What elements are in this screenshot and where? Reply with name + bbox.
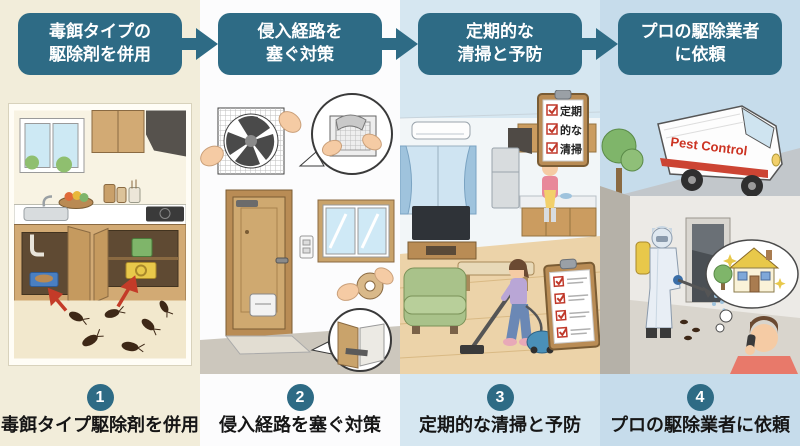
arrow-to-bait [47, 275, 139, 312]
cleaning-room-illustration: 定期 的な 清掃 [399, 89, 601, 374]
step-1-header-line1: 毒餌タイプの [49, 22, 151, 42]
step-1-caption: 毒餌タイプ駆除剤を併用 [1, 415, 199, 436]
step-arrow-3-icon [580, 28, 618, 60]
step-arrow-1-icon [180, 28, 218, 60]
vent-fan-icon [200, 107, 302, 175]
person-vacuuming [460, 259, 558, 354]
person-on-phone [730, 316, 798, 374]
step-3-number-badge: 3 [486, 384, 514, 412]
checklist-line-1: 定期 [560, 104, 582, 118]
step-3-caption: 定期的な清掃と予防 [419, 415, 581, 436]
step-2-column: 侵入経路を 塞ぐ対策 [200, 0, 400, 446]
clean-house-thought-bubble [705, 239, 799, 333]
cockroach-icons [68, 300, 174, 353]
step-4-caption: プロの駆除業者に依頼 [610, 415, 790, 436]
exterminator-icon [635, 226, 726, 341]
tv-icon [407, 206, 477, 260]
house-icon [728, 247, 780, 293]
cleaning-checklist-clipboard: 定期 的な 清掃 [537, 89, 589, 167]
kitchen-bait-illustration [14, 110, 186, 359]
step-4-number-badge: 4 [686, 384, 714, 412]
step-4-header-line1: プロの駆除業者 [640, 22, 760, 42]
window-taping [317, 199, 395, 301]
upper-cabinets [91, 110, 186, 157]
step-3-footer: 3 定期的な清掃と予防 [400, 384, 600, 436]
step-2-header: 侵入経路を 塞ぐ対策 [218, 13, 382, 75]
step-2-caption: 侵入経路を塞ぐ対策 [219, 415, 381, 436]
mesh-inset-bubble [298, 93, 393, 175]
sofa-icon [403, 267, 467, 334]
step-2-header-line2: 塞ぐ対策 [266, 45, 334, 64]
step-2-footer: 2 侵入経路を塞ぐ対策 [200, 384, 400, 436]
pest-control-van: Pest Control [657, 105, 783, 197]
step-4-footer: 4 プロの駆除業者に依頼 [600, 384, 800, 436]
step-3-header: 定期的な 清掃と予防 [418, 13, 582, 75]
step-1-footer: 1 毒餌タイプ駆除剤を併用 [0, 384, 200, 436]
open-cabinets [14, 224, 186, 308]
tree-icon [601, 128, 644, 202]
step-arrow-2-icon [380, 28, 418, 60]
step-4-header: プロの駆除業者 に依頼 [618, 13, 782, 75]
step-3-column: 定期的な 清掃と予防 [399, 0, 601, 446]
sparkle-icons [723, 254, 786, 290]
entrance-door-icon [225, 189, 293, 337]
door-seal-inset-bubble [310, 308, 392, 372]
step-3-illustration: 定期 的な 清掃 [399, 89, 601, 374]
pro-exterminator-illustration: Pest Control [600, 105, 800, 374]
step-3-header-line2: 清掃と予防 [457, 45, 543, 64]
counter [14, 179, 186, 225]
checklist-line-2: 的な [560, 123, 582, 137]
curtained-window [399, 145, 477, 215]
checklist-clipboard-2 [543, 258, 601, 351]
air-conditioner-icon [411, 121, 471, 140]
step-1-illustration-frame [8, 103, 192, 366]
checklist-line-3: 清掃 [560, 142, 582, 156]
step-4-column: プロの駆除業者 に依頼 Pest Control [600, 0, 800, 446]
step-2-header-line1: 侵入経路を [257, 22, 343, 42]
step-4-illustration: Pest Control [600, 90, 800, 374]
step-2-number-badge: 2 [286, 384, 314, 412]
step-1-column: 毒餌タイプの 駆除剤を併用 [0, 0, 200, 446]
step-4-header-line2: に依頼 [674, 45, 726, 64]
bubble-tree-icon [713, 264, 733, 290]
window-icon [19, 118, 85, 173]
step-1-header: 毒餌タイプの 駆除剤を併用 [18, 13, 182, 75]
step-1-number-badge: 1 [86, 384, 114, 412]
step-3-header-line1: 定期的な [466, 22, 534, 42]
step-2-illustration [200, 90, 400, 374]
step-1-header-line2: 駆除剤を併用 [49, 45, 151, 64]
entry-sealing-illustration [200, 93, 400, 374]
doorbell-panel [299, 235, 314, 259]
